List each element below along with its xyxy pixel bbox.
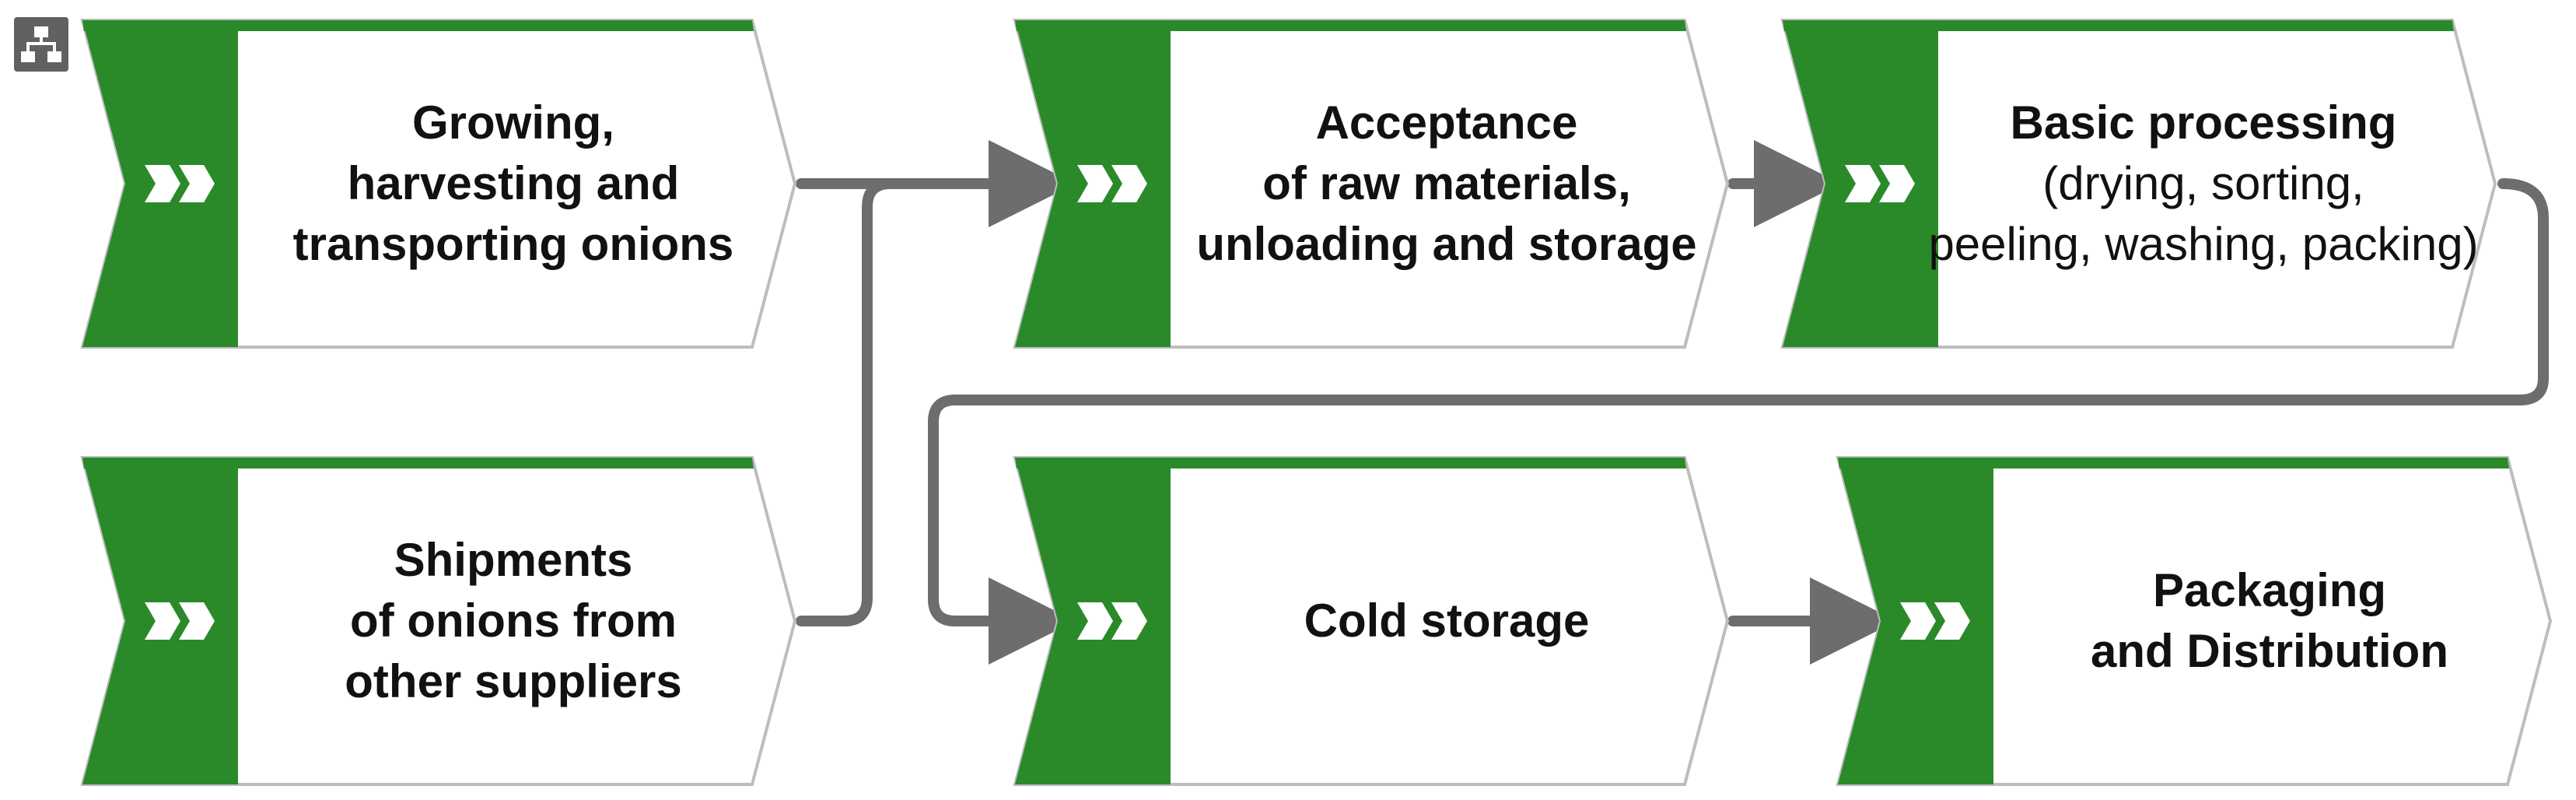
double-chevron-icon (1077, 602, 1147, 640)
node-top-stripe (1015, 458, 1686, 468)
node-top-stripe (1015, 20, 1686, 31)
node-label-line: peeling, washing, packing) (1928, 218, 2479, 270)
process-node-packaging[interactable] (1836, 456, 2553, 786)
node-label-line: Packaging (2152, 564, 2387, 616)
node-label-line: (drying, sorting, (2042, 157, 2364, 209)
node-label-line: of raw materials, (1262, 157, 1631, 209)
double-chevron-icon (1845, 165, 1915, 202)
node-label-line: Basic processing (2010, 96, 2397, 149)
node-label-line: Acceptance (1315, 96, 1578, 149)
node-label-line: of onions from (350, 595, 677, 647)
node-top-stripe (82, 20, 754, 31)
node-label-line: other suppliers (345, 655, 682, 707)
node-label-line: Shipments (394, 534, 633, 586)
process-node-acceptance[interactable] (1013, 19, 1730, 349)
node-label-line: Cold storage (1304, 595, 1590, 647)
node-label-cold-storage: Cold storage (1167, 458, 1727, 784)
connector-basic-processing-to-cold-storage (928, 178, 2549, 665)
process-node-growing[interactable] (80, 19, 797, 349)
double-chevron-icon (145, 602, 215, 640)
process-nodes (80, 19, 2553, 786)
hierarchy-icon[interactable] (14, 17, 68, 72)
node-label-line: unloading and storage (1196, 218, 1697, 270)
process-node-shipments[interactable] (80, 456, 797, 786)
node-top-stripe (1838, 458, 2509, 468)
node-label-line: and Distribution (2091, 625, 2448, 677)
connectors (796, 140, 2549, 665)
double-chevron-icon (145, 165, 215, 202)
node-label-acceptance: Acceptance of raw materials, unloading and… (1167, 20, 1727, 347)
node-top-stripe (1783, 20, 2454, 31)
node-label-growing: Growing, harvesting and transporting onion… (233, 20, 793, 347)
node-label-shipments: Shipments of onions from other suppliers (233, 458, 793, 784)
node-label-line: harvesting and (347, 157, 680, 209)
node-label-basic-processing: Basic processing (drying, sorting, peeling… (1896, 20, 2511, 347)
node-label-line: transporting onions (292, 218, 734, 270)
process-node-basic-processing[interactable] (1780, 19, 2497, 349)
connector-shipments-to-acceptance (796, 140, 1076, 626)
double-chevron-icon (1077, 165, 1147, 202)
process-node-cold-storage[interactable] (1013, 456, 1730, 786)
node-label-line: Growing, (412, 96, 614, 149)
double-chevron-icon (1900, 602, 1970, 640)
node-label-packaging: Packaging and Distribution (1990, 458, 2550, 784)
node-top-stripe (82, 458, 754, 468)
